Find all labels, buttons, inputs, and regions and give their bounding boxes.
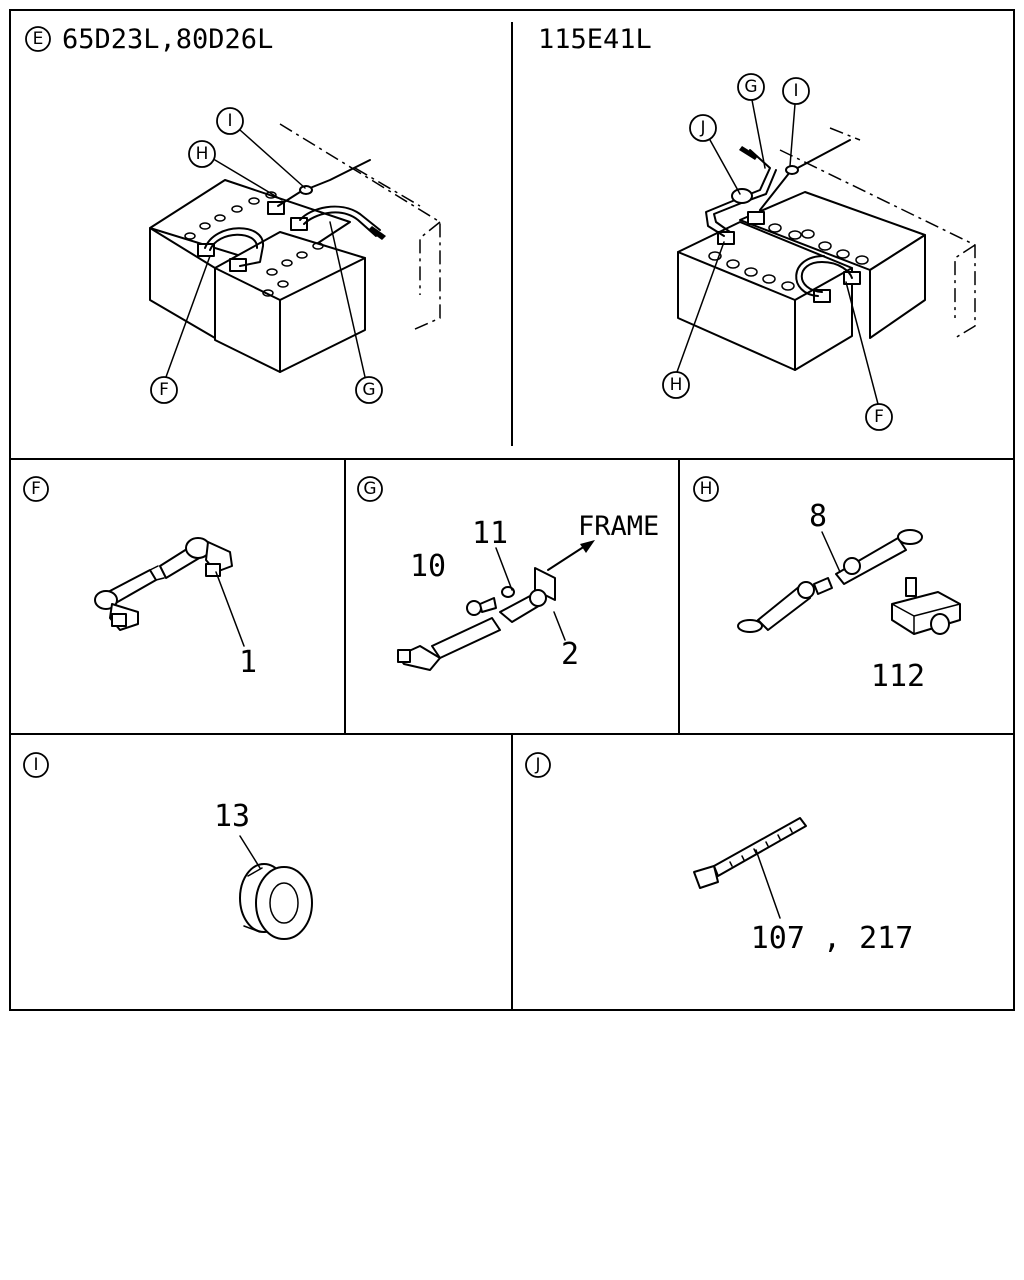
panel-j-part-107-217: 107 , 217 [751,921,914,956]
panel-i-letter: I [33,755,38,775]
panel-g: G FRAME 11 10 2 [357,476,659,672]
panel-h: H 8 112 [693,476,961,694]
view-115e41l-illustration [677,127,976,371]
diagram-frame [9,9,1015,1011]
callout-i-right: I [793,81,798,101]
panel-h-letter: H [700,479,713,499]
panel-j: J 107 , 217 [525,752,914,956]
panel-i: I 13 [23,752,313,940]
callout-f-right: F [874,407,884,427]
panel-f-letter: F [31,479,41,499]
panel-h-part-112: 112 [871,659,925,694]
callout-g-right: G [744,77,757,97]
view-e-leaders [165,129,366,378]
panel-g-part-2: 2 [561,637,579,672]
callout-i: I [227,111,232,131]
panel-g-letter: G [363,479,376,499]
view-e-letter: E [33,29,44,49]
panel-g-part-11: 11 [472,516,508,551]
panel-j-letter: J [534,755,540,775]
panel-f-part-1: 1 [239,645,257,680]
callout-g: G [362,380,375,400]
panel-i-part-13: 13 [214,799,250,834]
callout-j-right: J [699,118,705,138]
view-115e41l-leaders [676,99,879,405]
view-e-models: 65D23L,80D26L [62,24,273,55]
panel-g-part-10: 10 [410,549,446,584]
view-115e41l-models: 115E41L [538,24,652,55]
callout-h: H [196,144,209,164]
callout-h-right: H [670,375,683,395]
view-115e41l-callouts: G I J H F [662,73,893,431]
panel-g-arrow-label: FRAME [578,511,659,542]
callout-f: F [159,380,169,400]
view-e-callouts: I H F G [150,107,383,404]
view-e-header: E 65D23L,80D26L [25,24,273,55]
panel-h-part-8: 8 [809,499,827,534]
view-e-illustration [149,123,441,373]
panel-f: F 1 [23,476,257,680]
